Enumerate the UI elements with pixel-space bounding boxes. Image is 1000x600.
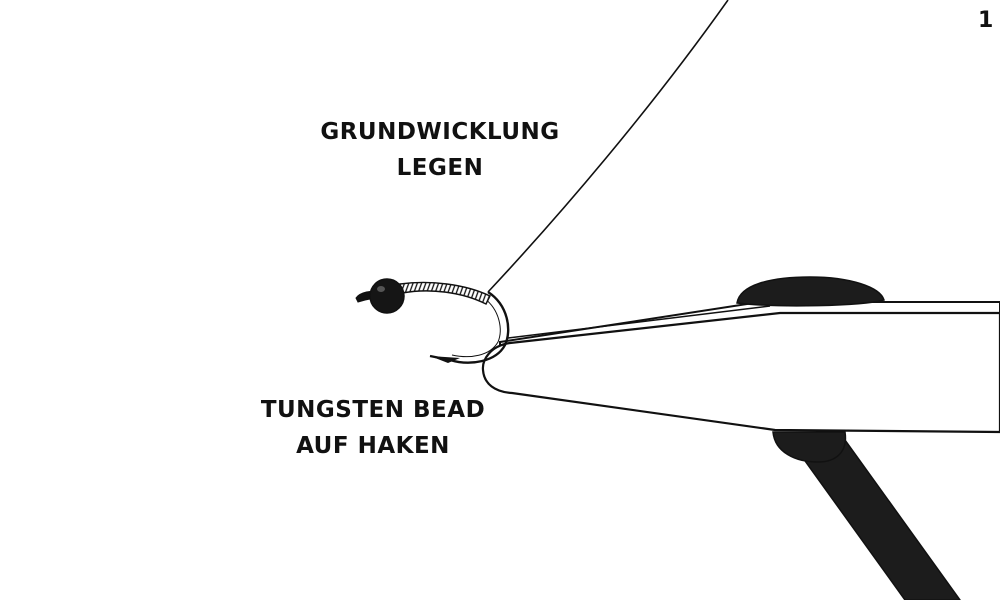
hook-bend	[429, 290, 510, 364]
hook-bend-inner	[451, 297, 501, 358]
thread-wrap-label-line-1: GRUNDWICKLUNG	[320, 119, 560, 145]
bead-on-hook-label: TUNGSTEN BEAD AUF HAKEN	[248, 392, 498, 464]
thread-wrap-label: GRUNDWICKLUNG LEGEN	[315, 114, 565, 186]
thread-wrap-label-line-2: LEGEN	[396, 155, 484, 181]
vise-jaw-edge	[507, 305, 771, 339]
vise-shaft	[788, 439, 961, 600]
step-number: 1	[978, 8, 994, 33]
vise-knob	[736, 276, 885, 307]
vise-jaw-body	[481, 311, 1000, 434]
thread-wrap-shank	[399, 281, 491, 305]
vise-collar	[772, 431, 847, 463]
bead-highlight	[377, 286, 385, 292]
bead-on-hook-label-line-2: AUF HAKEN	[296, 433, 450, 459]
bead-on-hook-label-line-1: TUNGSTEN BEAD	[260, 397, 486, 423]
hook-point	[430, 356, 460, 363]
tying-thread	[487, 0, 729, 293]
tungsten-bead	[369, 278, 405, 314]
